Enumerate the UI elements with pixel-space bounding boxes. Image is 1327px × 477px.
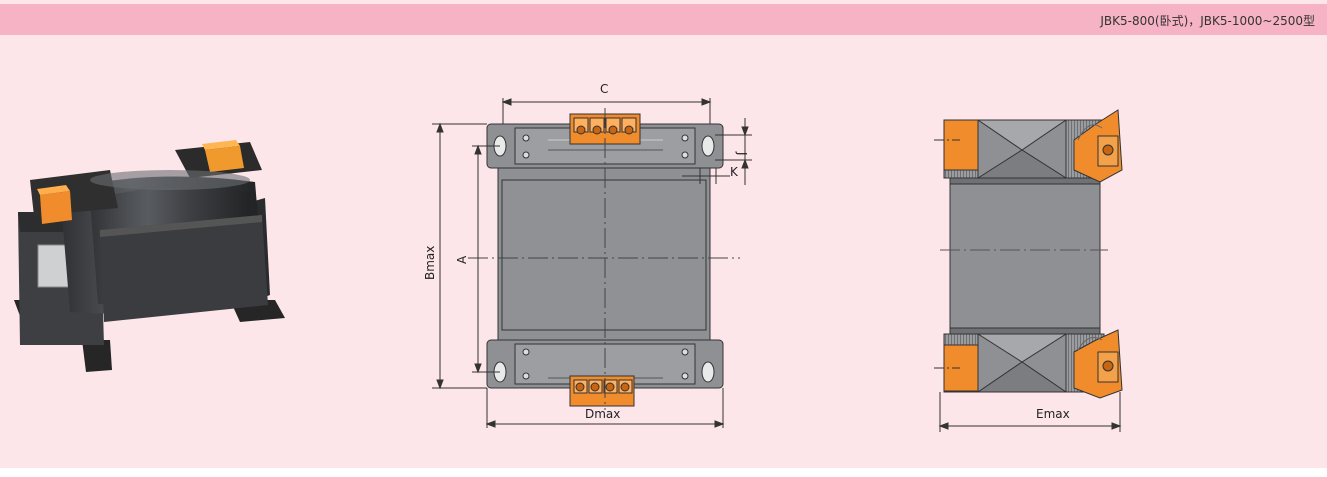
- dim-label-a: A: [455, 255, 469, 264]
- dim-label-dmax: Dmax: [585, 407, 620, 421]
- dim-label-c: C: [600, 82, 608, 96]
- header-title: JBK5-800(卧式)，JBK5-1000~2500型: [1100, 14, 1315, 28]
- dim-label-bmax: Bmax: [423, 246, 437, 280]
- dim-label-k: K: [730, 165, 739, 179]
- header-bar: JBK5-800(卧式)，JBK5-1000~2500型: [0, 4, 1327, 35]
- dim-label-emax: Emax: [1036, 407, 1070, 421]
- bottom-strip: [0, 468, 1327, 477]
- side-view-drawing: [934, 109, 1123, 432]
- dim-label-j: J: [735, 151, 749, 156]
- front-view-drawing: [432, 98, 752, 428]
- transformer-photo: [14, 140, 285, 372]
